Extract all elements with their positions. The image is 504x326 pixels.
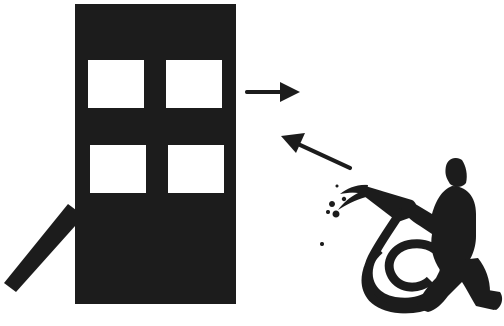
arrow-right-icon [247, 82, 300, 102]
window-top-left [88, 60, 144, 108]
arrow-up-left-icon [281, 133, 350, 168]
window-top-right [166, 60, 222, 108]
building-icon [4, 4, 236, 304]
firefighter-body [400, 186, 476, 270]
firefighter-head [445, 158, 466, 187]
window-bottom-right [168, 145, 224, 193]
firefighter-hose-icon [320, 158, 502, 312]
window-bottom-left [90, 145, 146, 193]
water-spray [320, 185, 368, 247]
ladder [4, 204, 84, 292]
